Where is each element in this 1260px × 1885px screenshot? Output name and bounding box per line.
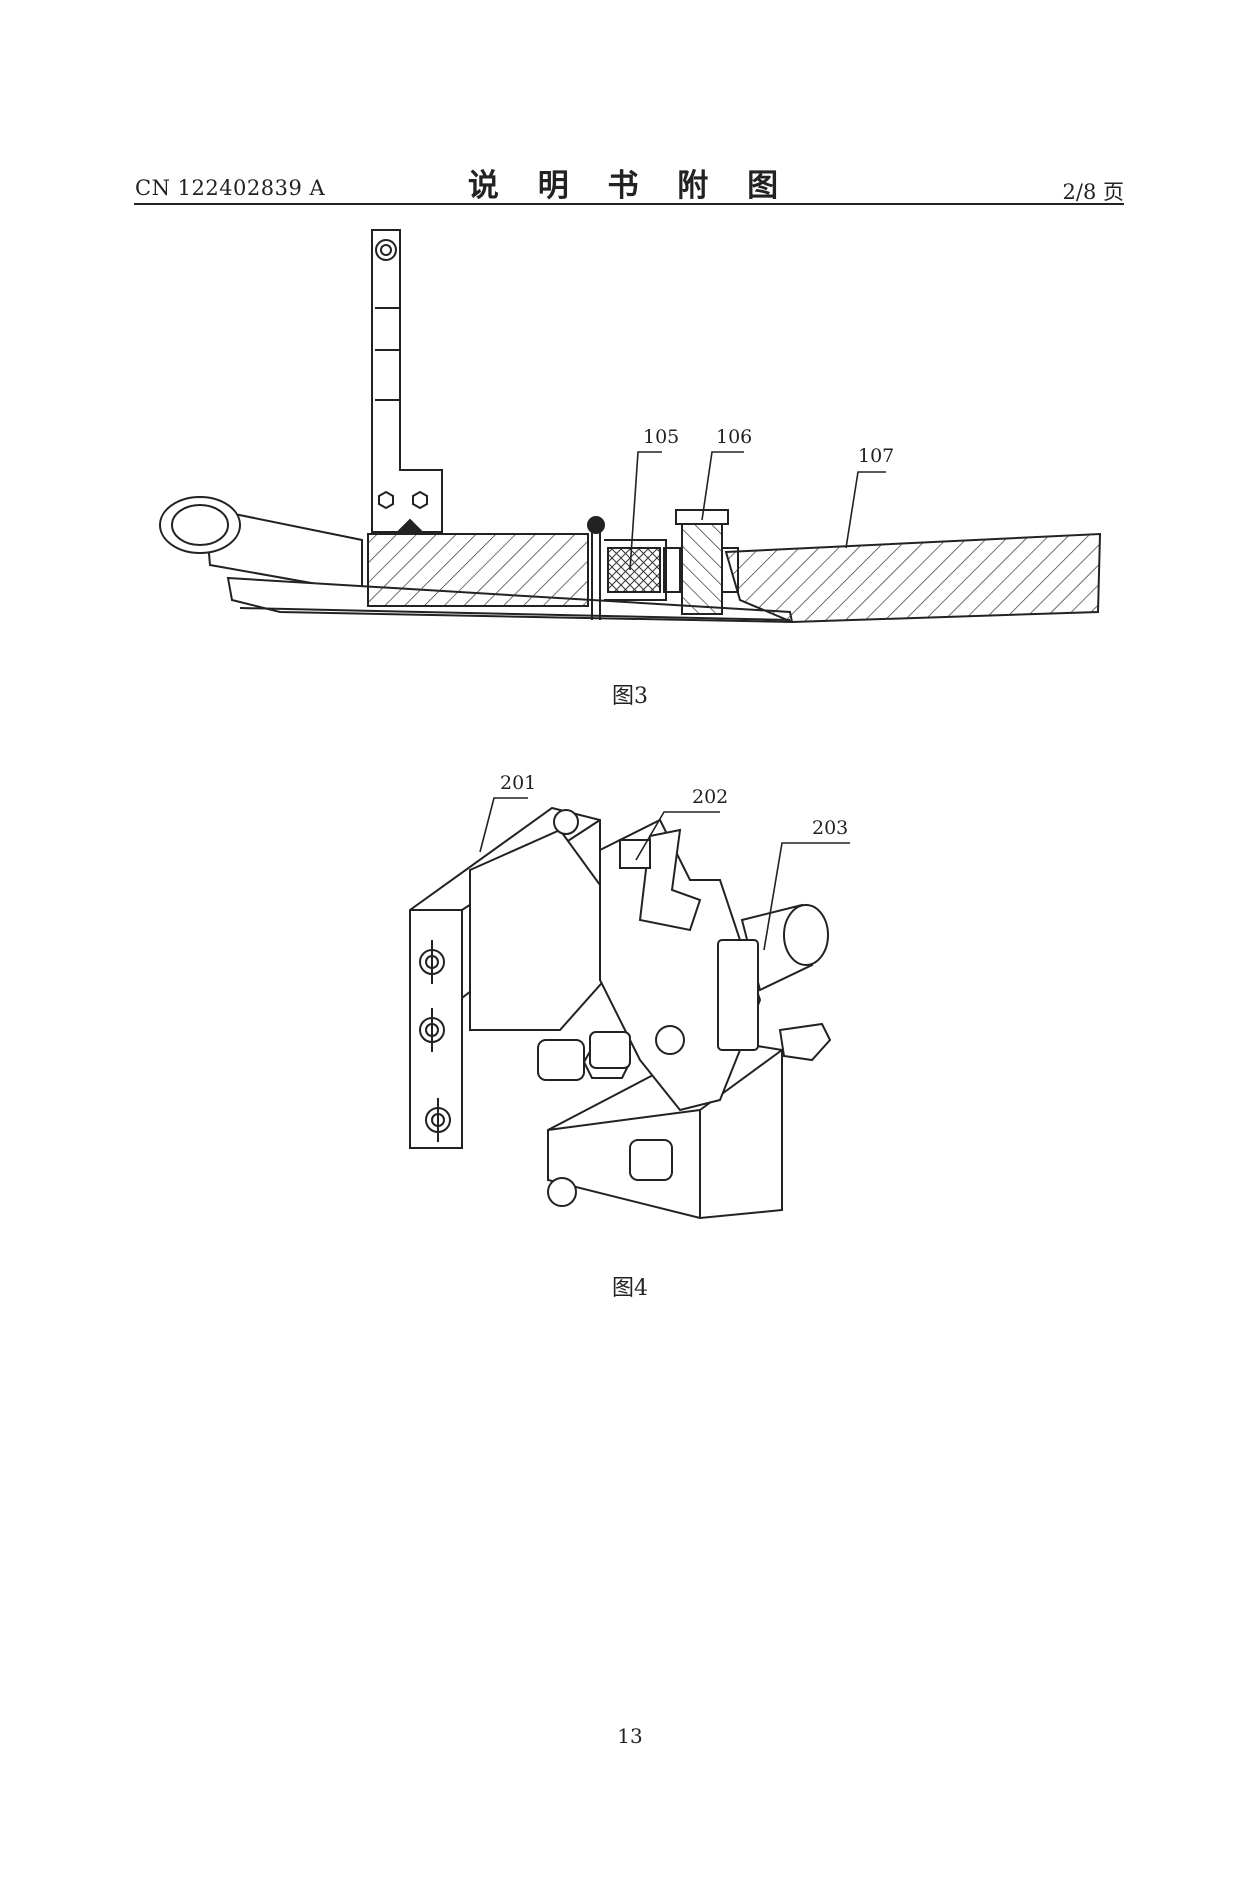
figure-4-label-202: 202 <box>692 786 728 808</box>
figure-3-drawing: 105 106 107 <box>159 229 1102 624</box>
page-number: 13 <box>617 1724 643 1748</box>
figure-3-label-105: 105 <box>643 426 679 448</box>
figure-4-caption: 图4 <box>612 1276 648 1301</box>
publication-number: CN 122402839 A <box>135 176 326 200</box>
figure-3-label-106: 106 <box>716 426 752 448</box>
figure-3-caption: 图3 <box>612 684 648 709</box>
figure-4-label-203: 203 <box>812 817 848 839</box>
figure-4-label-201: 201 <box>500 772 536 794</box>
section-title: 说 明 书 附 图 <box>467 168 793 204</box>
figure-3-label-107: 107 <box>858 445 894 467</box>
page-indicator: 2/8 页 <box>1062 180 1124 204</box>
figure-4-drawing: 201 202 203 <box>409 772 850 1220</box>
header-rule <box>134 203 1124 205</box>
